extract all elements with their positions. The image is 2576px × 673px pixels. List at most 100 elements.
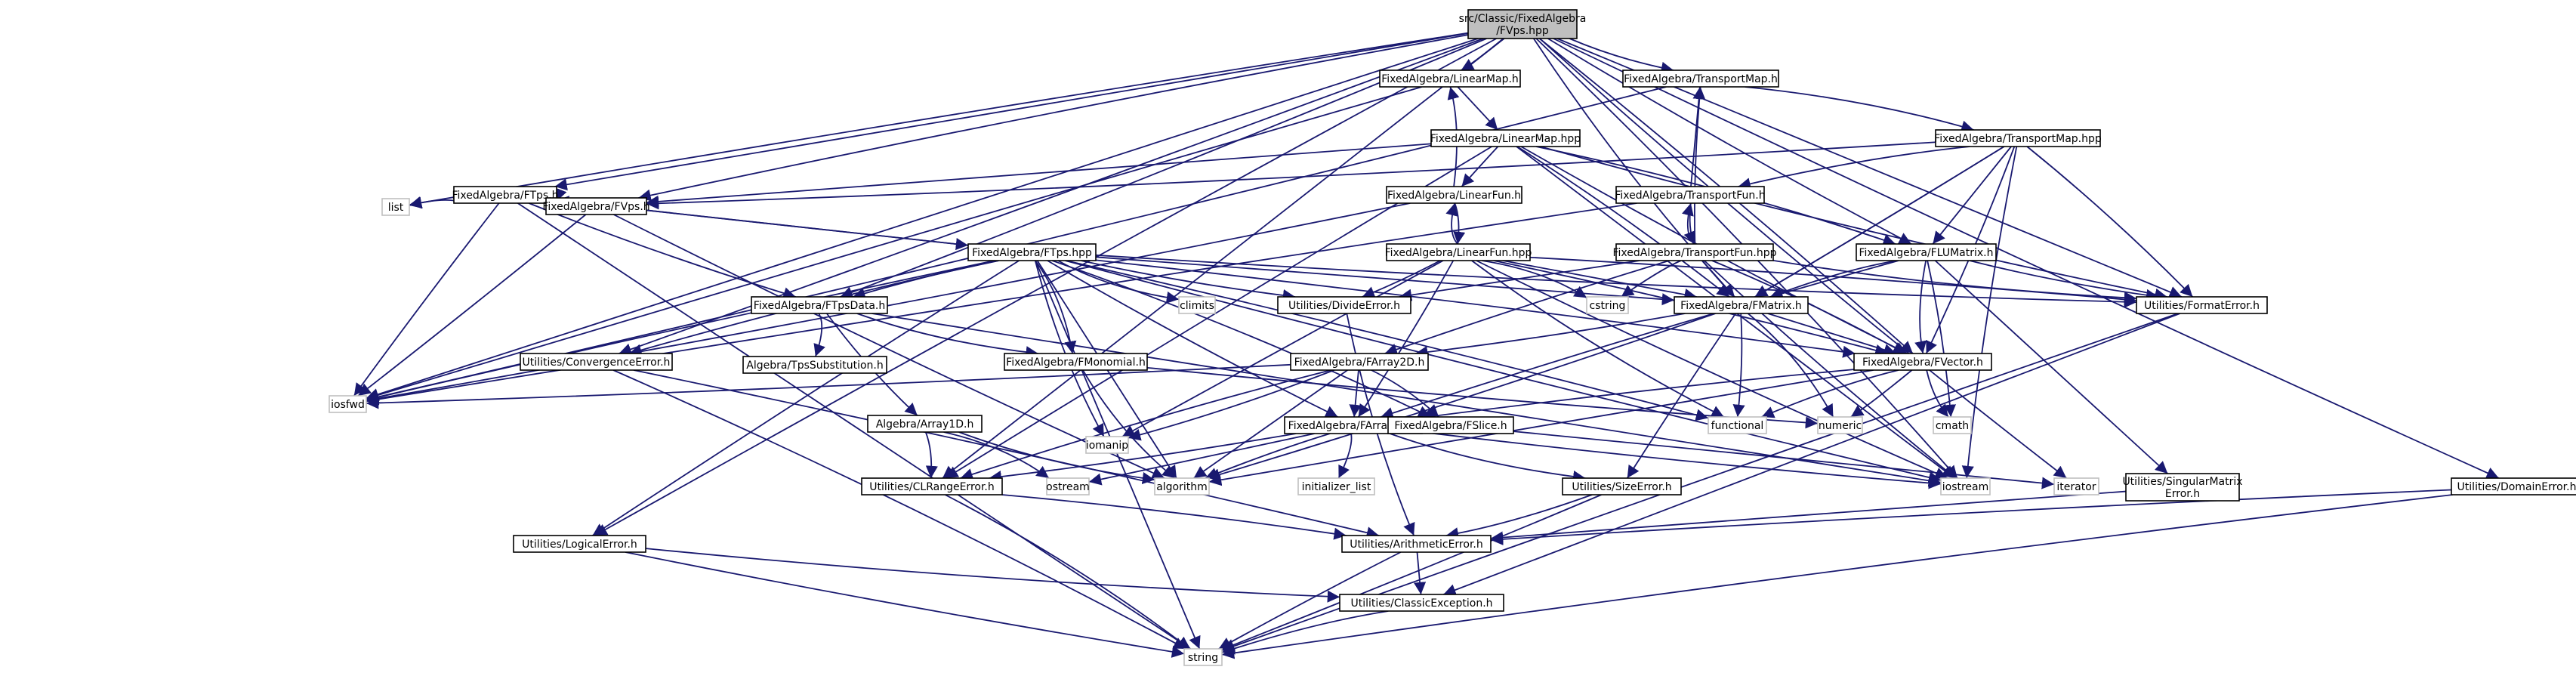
edge-clrangeerror_h-to-arithmeticerror_h [1001,494,1347,540]
node-domainerror-h[interactable]: Utilities/DomainError.h [2451,477,2576,495]
node-label: FixedAlgebra/TransportFun.h [1615,190,1765,202]
edge-transportfun_hpp-to-formaterror_h [1772,259,2137,304]
edge-transportmap_hpp-to-formaterror_h [2026,146,2194,298]
node-iomanip: iomanip [1085,436,1129,454]
node-label: iosfwd [331,399,365,411]
node-fvector-h[interactable]: FixedAlgebra/FVector.h [1853,353,1992,371]
node-label: string [1188,652,1218,664]
node-transportmap-h[interactable]: FixedAlgebra/TransportMap.h [1622,69,1779,88]
node-linearmap-h[interactable]: FixedAlgebra/LinearMap.h [1379,69,1521,88]
node-ftps-hpp[interactable]: FixedAlgebra/FTps.hpp [967,243,1097,261]
node-fslice-h[interactable]: FixedAlgebra/FSlice.h [1387,416,1514,434]
node-label: FixedAlgebra/FSlice.h [1394,420,1507,432]
edge-arithmeticerror_h-to-classicexception_h [1413,551,1427,595]
edge-linearfun_hpp-to-fmatrix_h [1502,260,1697,301]
edge-root-to-logicalerror_h [594,38,1497,536]
node-transportfun-hpp[interactable]: FixedAlgebra/TransportFun.hpp [1612,243,1777,261]
node-label: iterator [2056,481,2096,493]
node-root[interactable]: src/Classic/FixedAlgebra/FVps.hpp [1459,9,1587,39]
node-transportfun-h[interactable]: FixedAlgebra/TransportFun.h [1615,186,1766,204]
edge-ftps_hpp-to-fvector_h [1095,259,1856,358]
node-box [1853,353,1992,371]
node-label: iomanip [1086,440,1128,452]
node-tpssubstitution-h[interactable]: Algebra/TpsSubstitution.h [742,356,887,374]
node-formaterror-h[interactable]: Utilities/FormatError.h [2136,296,2268,314]
node-label: FixedAlgebra/TransportMap.h [1624,73,1778,85]
node-box [520,353,673,371]
edge-formaterror_h-to-classicexception_h [1443,313,2180,596]
edge-singularmatrixerror_h-to-arithmeticerror_h [1490,490,2127,544]
node-label: /FVps.hpp [1496,25,1549,37]
node-label: climits [1180,300,1214,312]
edge-fslice_h-to-iterator [1513,431,2055,489]
edge-fmatrix_h-to-sizeerror_h [1626,313,1737,479]
node-label: FixedAlgebra/FTps.h [452,190,558,202]
node-label: Utilities/DomainError.h [2457,481,2576,493]
node-box [1430,129,1581,147]
edge-ftps_hpp-to-fmatrix_h [1095,256,1675,306]
node-ftpsdata-h[interactable]: FixedAlgebra/FTpsData.h [751,296,888,314]
node-label: FixedAlgebra/LinearFun.h [1387,190,1521,202]
node-linearfun-h[interactable]: FixedAlgebra/LinearFun.h [1386,186,1522,204]
edge-flumatrix_h-to-singularmatrixerror_h [1934,260,2168,474]
node-farray2d-h[interactable]: FixedAlgebra/FArray2D.h [1290,353,1429,371]
node-arithmeticerror-h[interactable]: Utilities/ArithmeticError.h [1341,535,1492,553]
edge-linearmap_h-to-iosfwd [366,86,1423,401]
node-box [742,356,887,374]
node-label: FixedAlgebra/FMonomial.h [1006,357,1146,369]
edge-farray1d_h-to-initializer_list [1337,433,1353,479]
node-label: iostream [1942,481,1989,493]
node-label: Utilities/LogicalError.h [522,539,637,551]
node-box [867,415,983,433]
node-linearmap-hpp[interactable]: FixedAlgebra/LinearMap.hpp [1430,129,1581,147]
edge-transportmap_hpp-to-fvps_h [646,141,1936,210]
node-box [1046,477,1090,495]
edge-transportmap_hpp-to-transportfun_h [1738,146,1970,190]
node-label: cstring [1590,300,1626,312]
node-classicexception-h[interactable]: Utilities/ClassicException.h [1339,594,1504,612]
node-linearfun-hpp[interactable]: FixedAlgebra/LinearFun.hpp [1385,243,1532,261]
edge-transportmap_hpp-to-flumatrix_h [1932,146,2012,245]
edge-convergenceerror_h-to-arithmeticerror_h [633,369,1380,539]
node-box [1290,353,1429,371]
node-label: Algebra/Array1D.h [876,418,974,431]
node-box [1562,477,1682,495]
node-convergenceerror-h[interactable]: Utilities/ConvergenceError.h [520,353,673,371]
edge-flumatrix_h-to-formaterror_h [1969,260,2159,301]
edge-fvector_h-to-farray1d_h [1421,369,1855,422]
edge-linearmap_hpp-to-linearfun_h [1461,146,1499,187]
node-array1d-h[interactable]: Algebra/Array1D.h [867,415,983,433]
node-clrangeerror-h[interactable]: Utilities/CLRangeError.h [861,477,1003,495]
node-fmonomial-h[interactable]: FixedAlgebra/FMonomial.h [1004,353,1148,371]
edge-farray2d_h-to-algorithm [1193,369,1348,479]
node-label: Utilities/DivideError.h [1288,300,1400,312]
node-transportmap-hpp[interactable]: FixedAlgebra/TransportMap.hpp [1934,129,2102,147]
node-label: Utilities/FormatError.h [2144,300,2260,312]
node-box [2053,477,2099,495]
node-divideerror-h[interactable]: Utilities/DivideError.h [1277,296,1411,314]
node-fvps-h[interactable]: FixedAlgebra/FVps.h [542,197,650,215]
node-label: Utilities/ConvergenceError.h [523,357,671,369]
edge-farray2d_h-to-farray1d_h [1349,369,1362,418]
node-label: FixedAlgebra/FMatrix.h [1680,300,1802,312]
edge-transportfun_h-to-iosfwd [366,202,1637,406]
node-box [1467,9,1578,39]
node-box [2125,473,2240,502]
edge-ftps_h-to-ftpsdata_h [529,202,796,299]
edge-ftps_hpp-to-logicalerror_h [592,260,1020,536]
node-ftps-h[interactable]: FixedAlgebra/FTps.h [452,186,559,204]
node-box [1674,296,1809,314]
edge-arithmeticerror_h-to-string [1218,551,1402,650]
node-logicalerror-h[interactable]: Utilities/LogicalError.h [513,535,646,553]
edge-root-to-convergenceerror_h [619,38,1484,356]
node-sizeerror-h[interactable]: Utilities/SizeError.h [1562,477,1682,495]
node-flumatrix-h[interactable]: FixedAlgebra/FLUMatrix.h [1856,243,1997,261]
node-string: string [1183,648,1223,666]
node-box [1277,296,1411,314]
edge-fvps_h-to-algorithm [613,214,1165,479]
node-fmatrix-h[interactable]: FixedAlgebra/FMatrix.h [1674,296,1809,314]
edge-flumatrix_h-to-fmatrix_h [1769,260,1898,298]
edge-array1d_h-to-algorithm [958,431,1155,485]
edge-flumatrix_h-to-fvector_h [1914,260,1927,354]
